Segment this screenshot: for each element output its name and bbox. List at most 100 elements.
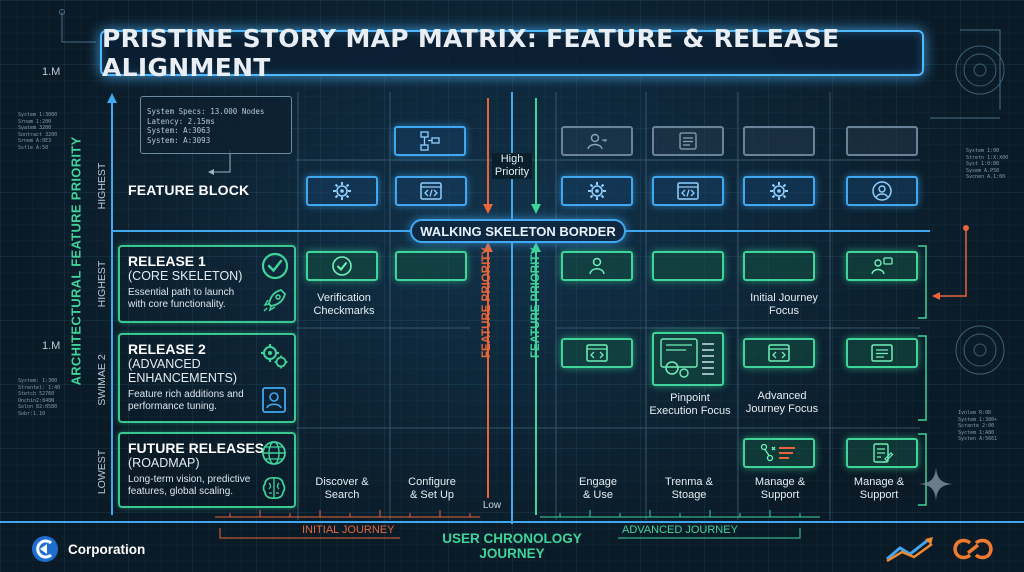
scale-label-top: 1.M (42, 66, 61, 78)
feature-card-gear-3[interactable] (743, 176, 815, 206)
decor-text-left-bottom: System: 1:300 Strentel: 1:40 Stetch 5276… (18, 378, 61, 417)
feature-card-gear-1[interactable] (306, 176, 378, 206)
release-1-subtitle: (CORE SKELETON) (128, 269, 243, 283)
low-label: Low (482, 500, 502, 511)
release1-card-empty-2[interactable] (652, 251, 724, 281)
journey-step-6: Manage & Support (853, 476, 905, 501)
high-priority-label: High Priority (492, 153, 532, 179)
lane-label-highest: HIGHEST (96, 260, 108, 308)
release-2-description: Feature rich additions and performance t… (128, 389, 244, 412)
code-window-icon (586, 344, 608, 362)
release-1-box[interactable]: RELEASE 1 (CORE SKELETON) Essential path… (118, 245, 296, 323)
list-doc-icon (679, 132, 697, 150)
release-future-description: Long-term vision, predictive features, g… (128, 474, 251, 497)
decor-text-right-top: System 1:00 Stretn 1:X:X00 Syst 1:0:B0 S… (966, 148, 1009, 180)
brand[interactable]: Corporation (30, 534, 145, 564)
lane-label-highest-top: HIGHEST (96, 162, 108, 210)
user-icon (589, 257, 605, 275)
release-1-title: RELEASE 1 (128, 253, 206, 269)
task-flow-icon (760, 443, 795, 462)
release-1-description: Essential path to launch with core funct… (128, 287, 235, 310)
walking-skeleton-label: WALKING SKELETON BORDER (420, 223, 616, 239)
release-2-box[interactable]: RELEASE 2 (ADVANCED ENHANCEMENTS) Featur… (118, 333, 296, 423)
feature-block-label: FEATURE BLOCK (128, 182, 250, 198)
scale-label-mid: 1.M (42, 340, 61, 352)
y-axis-label: ARCHITECTURAL FEATURE PRIORITY (68, 136, 84, 386)
release2-card-code[interactable] (561, 338, 633, 368)
journey-step-2: Configure & Set Up (408, 476, 456, 501)
gears-icon (261, 344, 288, 369)
release1-card-empty-1[interactable] (395, 251, 467, 281)
brain-icon (262, 476, 286, 500)
globe-icon (262, 441, 286, 465)
release-future-title: FUTURE RELEASES (128, 440, 265, 456)
title-banner: PRISTINE STORY MAP MATRIX: FEATURE & REL… (100, 24, 924, 82)
caption-verification: Verification Checkmarks (313, 292, 375, 317)
feature-card-flowchart[interactable] (394, 126, 466, 156)
user-key-icon (587, 133, 607, 150)
growth-chart-icon (886, 537, 933, 563)
brand-logo-icon (32, 536, 58, 562)
feature-card-user[interactable] (846, 176, 918, 206)
release1-card-empty-3[interactable] (743, 251, 815, 281)
user-circle-icon (872, 181, 892, 201)
code-window-icon (420, 182, 442, 200)
caption-initial-focus: Initial Journey Focus (750, 292, 818, 317)
decor-text-left-top: System 1:3000 Srnam 1:200 Syatem 3200 So… (18, 112, 58, 151)
journey-step-3: Engage & Use (579, 476, 617, 501)
list-window-icon (871, 344, 893, 362)
gear-icon (333, 182, 351, 200)
feature-card-gear-2[interactable] (561, 176, 633, 206)
user-chat-icon (871, 257, 893, 275)
journey-step-5: Manage & Support (754, 476, 806, 501)
code-window-icon (677, 182, 699, 200)
release1-card-check[interactable] (306, 251, 378, 281)
release-future-subtitle: (ROADMAP) (128, 456, 200, 470)
lane-label-swimlane-2: SWIMAE 2 (96, 354, 108, 406)
x-axis-label: USER CHRONOLOGY JOURNEY (442, 531, 582, 561)
system-specs-text: System Specs: 13.000 Nodes Latency: 2.15… (147, 107, 265, 145)
caption-pinpoint: Pinpoint Execution Focus (649, 392, 731, 417)
journey-step-1: Discover & Search (315, 476, 369, 501)
release-2-subtitle: (ADVANCED ENHANCEMENTS) (128, 357, 238, 385)
feature-card-user-dim[interactable] (561, 126, 633, 156)
flowchart-icon (420, 131, 440, 151)
brand-name: Corporation (68, 541, 146, 557)
rocket-icon (263, 289, 286, 312)
lane-label-lowest: LOWEST (96, 449, 108, 495)
feature-card-empty-dim-1[interactable] (743, 126, 815, 156)
feature-card-empty-dim-2[interactable] (846, 126, 918, 156)
dashboard-gears-icon (660, 338, 714, 378)
code-window-icon (768, 344, 790, 362)
decor-text-right-bottom: Ivnlem R:0R System 1:380+ Scrante 2:00 S… (958, 410, 998, 442)
check-circle-icon (332, 256, 352, 276)
release1-card-user-chat[interactable] (846, 251, 918, 281)
person-card-icon (262, 387, 286, 413)
walking-skeleton-border: WALKING SKELETON BORDER (410, 219, 626, 243)
release2-card-list[interactable] (846, 338, 918, 368)
release-2-title: RELEASE 2 (128, 341, 206, 357)
journey-step-4: Trenma & Stoage (665, 476, 713, 501)
gear-icon (770, 182, 788, 200)
release1-card-user[interactable] (561, 251, 633, 281)
caption-advanced-focus: Advanced Journey Focus (745, 390, 819, 415)
feature-priority-label-orange: FEATURE PRIORITY (481, 247, 493, 358)
gear-icon (588, 182, 606, 200)
future-card-doc[interactable] (846, 438, 918, 468)
document-edit-icon (873, 443, 894, 463)
initial-journey-label: INITIAL JOURNEY (302, 524, 395, 536)
future-card-tasks[interactable] (743, 438, 815, 468)
feature-card-list-dim[interactable] (652, 126, 724, 156)
release2-card-dashboard[interactable] (652, 332, 724, 386)
release2-card-code-2[interactable] (743, 338, 815, 368)
advanced-journey-label: ADVANCED JOURNEY (622, 524, 738, 536)
page-title: PRISTINE STORY MAP MATRIX: FEATURE & REL… (102, 24, 840, 82)
system-specs-box: System Specs: 13.000 Nodes Latency: 2.15… (140, 96, 292, 154)
check-circle-icon (261, 252, 289, 280)
feature-priority-label-green: FEATURE PRIORITY (530, 247, 542, 358)
feature-card-code-2[interactable] (652, 176, 724, 206)
release-future-box[interactable]: FUTURE RELEASES (ROADMAP) Long-term visi… (118, 432, 296, 508)
sparkle-icon (919, 467, 953, 501)
feature-card-code-1[interactable] (395, 176, 467, 206)
